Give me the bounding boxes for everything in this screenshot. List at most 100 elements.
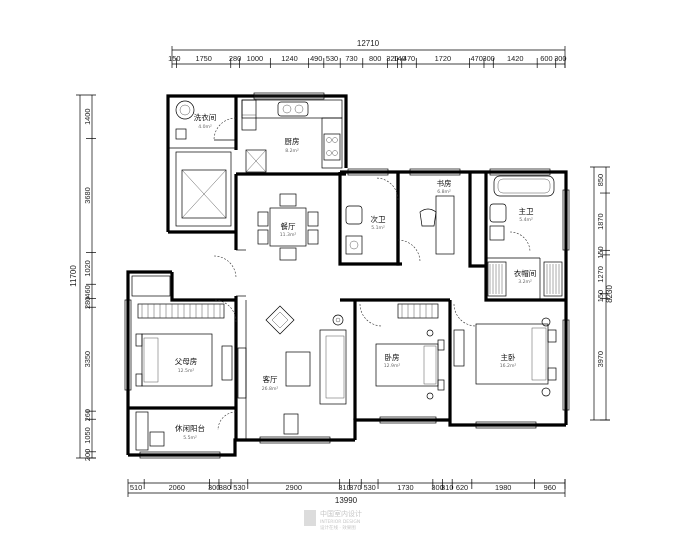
- dim-left-segment: 280: [83, 297, 92, 309]
- cloakroom-label: 衣帽间: [514, 268, 537, 278]
- dim-left-segment: 1400: [83, 108, 92, 124]
- dim-right-segment: 1270: [596, 266, 605, 282]
- laundry-room: 洗衣间 4.0m²: [175, 100, 237, 141]
- master-bedroom-area: 16.2m²: [500, 363, 517, 369]
- dining-area: 11.3m²: [280, 232, 297, 238]
- watermark-line2: 设计在线 · 效果图: [320, 524, 356, 531]
- dim-top-segment: 600: [540, 54, 552, 63]
- master-bedroom: 主卧 16.2m²: [453, 303, 557, 397]
- second-bedroom: 卧房 12.9m²: [359, 303, 445, 400]
- dim-left-segment: 3350: [83, 351, 92, 367]
- balcony-label: 休闲阳台: [175, 423, 205, 433]
- dim-bottom-segment: 1730: [397, 483, 413, 492]
- dim-top-segment: 470: [403, 54, 415, 63]
- dim-left-segment: 200: [83, 449, 92, 461]
- dim-left-segment: 1050: [83, 427, 92, 443]
- dim-top-segment: 730: [345, 54, 357, 63]
- kitchen-label: 厨房: [285, 136, 300, 146]
- parents-room-area: 12.5m²: [178, 368, 195, 374]
- dim-bottom-segment: 530: [363, 483, 375, 492]
- kitchen-area: 8.2m²: [285, 148, 299, 154]
- second-bedroom-label: 卧房: [385, 352, 400, 362]
- bottom-total-dimension: 13990: [335, 496, 358, 505]
- master-bath-label: 主卫: [519, 206, 534, 216]
- exterior-walls: [126, 94, 568, 457]
- dim-bottom-segment: 310: [338, 483, 350, 492]
- guest-bath-area: 5.1m²: [371, 225, 385, 231]
- dim-top-segment: 1000: [247, 54, 263, 63]
- dim-bottom-segment: 2900: [286, 483, 302, 492]
- laundry-area: 4.0m²: [198, 124, 212, 130]
- master-bedroom-label: 主卧: [501, 352, 516, 362]
- dining-label: 餐厅: [281, 222, 296, 231]
- dim-top-segment: 1240: [281, 54, 297, 63]
- watermark-name: 中国室内设计: [320, 509, 362, 518]
- living-room: 客厅 26.8m²: [237, 300, 347, 440]
- dim-top-segment: 300: [482, 54, 494, 63]
- dim-top-segment: 800: [369, 54, 381, 63]
- master-bath-area: 5.4m²: [519, 217, 533, 223]
- cloakroom-area: 3.2m²: [518, 279, 532, 285]
- dim-right-segment: 1870: [596, 213, 605, 229]
- watermark: 中国室内设计 INTERIOR DESIGN 设计在线 · 效果图: [304, 509, 362, 531]
- dim-top-segment: 1750: [195, 54, 211, 63]
- watermark-line1: INTERIOR DESIGN: [320, 519, 360, 525]
- dim-bottom-segment: 380: [219, 483, 231, 492]
- dim-left-segment: 460: [83, 285, 92, 297]
- dim-bottom-segment: 2060: [169, 483, 185, 492]
- interior-walls: [128, 96, 566, 420]
- study-label: 书房: [437, 178, 452, 188]
- left-total-dimension: 11700: [69, 265, 78, 287]
- guest-bath-label: 次卫: [371, 214, 386, 224]
- parents-room-label: 父母房: [175, 356, 198, 366]
- balcony-area: 5.5m²: [183, 435, 197, 441]
- top-total-dimension: 12710: [357, 39, 380, 48]
- dim-bottom-segment: 620: [456, 483, 468, 492]
- right-dimension-labels: 850 1870 150 1270 150 3970: [596, 174, 610, 421]
- dining-room: 餐厅 11.3m²: [213, 193, 319, 279]
- elevator-shaft: [175, 149, 267, 227]
- study-area: 6.8m²: [437, 189, 451, 195]
- study: 书房 6.8m²: [397, 178, 455, 263]
- laundry-label: 洗衣间: [194, 112, 217, 122]
- dim-top-segment: 1720: [435, 54, 451, 63]
- dim-bottom-segment: 370: [349, 483, 361, 492]
- dim-left-segment: 1020: [83, 260, 92, 276]
- windows: [124, 92, 570, 459]
- dim-bottom-segment: 300: [208, 483, 220, 492]
- leisure-balcony: 休闲阳台 5.5m²: [135, 411, 237, 451]
- master-bathroom: 主卫 5.4m²: [489, 175, 555, 253]
- dim-bottom-segment: 1980: [495, 483, 511, 492]
- top-dimension-chain: 12710 150 1750 280 1000 1240 490 530 730 800 320 1…: [168, 39, 567, 68]
- dim-top-segment: 300: [554, 54, 566, 63]
- dim-top-segment: 280: [229, 54, 241, 63]
- dim-bottom-segment: 960: [544, 483, 556, 492]
- dim-top-segment: 490: [310, 54, 322, 63]
- cloakroom: 衣帽间 3.2m²: [487, 261, 563, 297]
- dim-left-segment: 3680: [83, 187, 92, 203]
- dim-top-segment: 530: [326, 54, 338, 63]
- dim-top-segment: 150: [168, 54, 180, 63]
- dim-bottom-segment: 300: [431, 483, 443, 492]
- dim-right-segment: 3970: [596, 351, 605, 367]
- dim-top-segment: 1420: [507, 54, 523, 63]
- dim-left-segment: 260: [83, 409, 92, 421]
- kitchen: 厨房 8.2m²: [241, 99, 343, 169]
- guest-bathroom: 次卫 5.1m²: [345, 177, 399, 255]
- second-bedroom-area: 12.9m²: [384, 363, 401, 369]
- dim-right-segment: 150: [596, 290, 605, 302]
- dim-top-segment: 470: [471, 54, 483, 63]
- dim-right-segment: 150: [596, 246, 605, 258]
- dim-top-segment: 320: [386, 54, 398, 63]
- living-area: 26.8m²: [262, 386, 279, 392]
- dim-bottom-segment: 530: [233, 483, 245, 492]
- dim-bottom-segment: 310: [441, 483, 453, 492]
- dim-right-segment: 850: [596, 174, 605, 186]
